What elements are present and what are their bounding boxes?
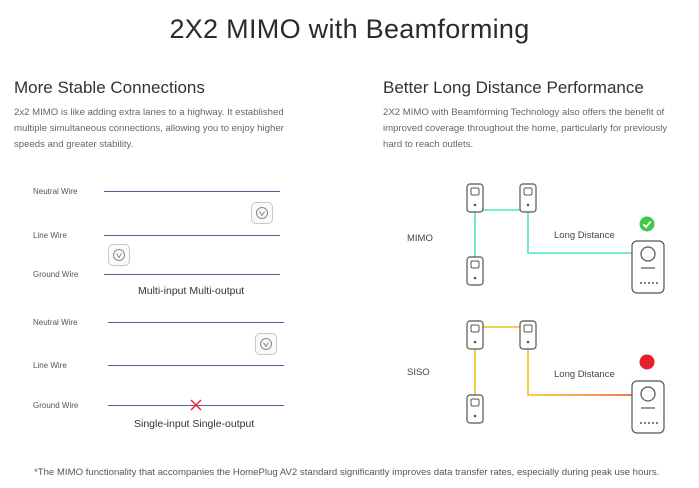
- mimo-distance-label: Long Distance: [554, 230, 615, 241]
- wire-label-line: Line Wire: [33, 361, 67, 370]
- chip-icon: [255, 333, 277, 355]
- footnote: *The MIMO functionality that accompanies…: [34, 467, 660, 478]
- adapter-icon: [466, 394, 484, 424]
- siso-distance-label: Long Distance: [554, 369, 615, 380]
- adapter-icon: [466, 256, 484, 286]
- chip-icon: [251, 202, 273, 224]
- wire-label-line: Line Wire: [33, 231, 67, 240]
- neutral-wire-line: [104, 191, 280, 192]
- right-description-line: improved coverage throughout the home, p…: [383, 123, 668, 134]
- adapter-icon: [519, 320, 537, 350]
- siso-label: SISO: [407, 367, 430, 378]
- large-adapter-icon: [631, 240, 665, 294]
- page-title: 2X2 MIMO with Beamforming: [169, 14, 530, 44]
- adapter-icon: [519, 183, 537, 213]
- adapter-icon: [466, 183, 484, 213]
- left-description-line: multiple simultaneous connections, allow…: [14, 123, 284, 134]
- left-heading: More Stable Connections: [14, 78, 205, 97]
- right-description-line: 2X2 MIMO with Beamforming Technology als…: [383, 107, 665, 118]
- large-adapter-icon: [631, 380, 665, 434]
- ground-wire-line: [104, 274, 280, 275]
- wire-label-ground: Ground Wire: [33, 270, 79, 279]
- line-wire-line: [108, 365, 284, 366]
- left-description: 2x2 MIMO is like adding extra lanes to a…: [14, 105, 334, 153]
- left-description-line: 2x2 MIMO is like adding extra lanes to a…: [14, 107, 284, 118]
- wire-label-neutral: Neutral Wire: [33, 318, 78, 327]
- right-description: 2X2 MIMO with Beamforming Technology als…: [383, 105, 693, 153]
- mimo-caption: Multi-input Multi-output: [138, 285, 245, 297]
- check-status-icon: [639, 216, 655, 232]
- mimo-label: MIMO: [407, 233, 433, 244]
- line-wire-line: [104, 235, 280, 236]
- broken-connection-icon: [190, 399, 202, 411]
- left-description-line: speeds and greater stability.: [14, 139, 134, 150]
- chip-icon: [108, 244, 130, 266]
- right-heading: Better Long Distance Performance: [383, 78, 644, 97]
- wire-label-neutral: Neutral Wire: [33, 187, 78, 196]
- wire-label-ground: Ground Wire: [33, 401, 79, 410]
- siso-caption: Single-input Single-output: [134, 418, 255, 430]
- neutral-wire-line: [108, 322, 284, 323]
- adapter-icon: [466, 320, 484, 350]
- error-status-icon: [639, 354, 655, 370]
- right-description-line: hard to reach outlets.: [383, 139, 474, 150]
